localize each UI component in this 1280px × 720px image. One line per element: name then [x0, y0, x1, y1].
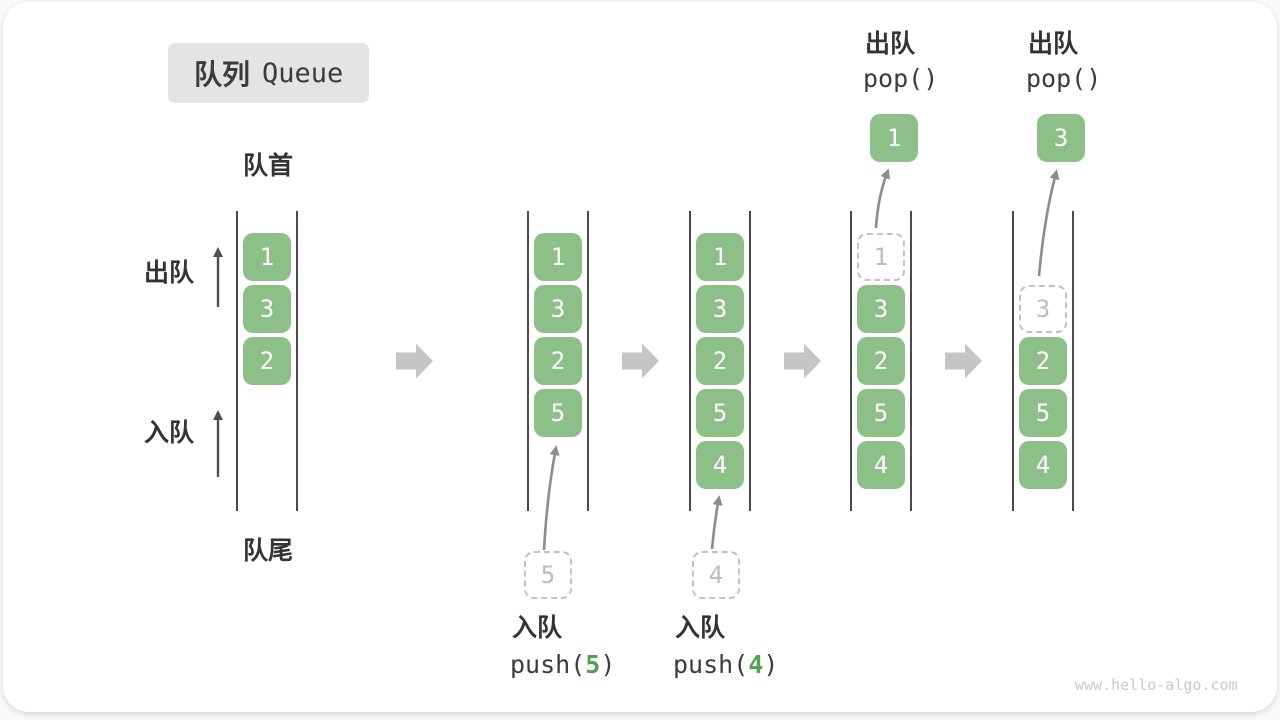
- queue-item: 4: [1019, 441, 1067, 489]
- queue-item: 4: [696, 441, 744, 489]
- pop1-arrow: [874, 168, 891, 229]
- push5-op-label: 入队: [512, 613, 563, 642]
- removed-item-ghost: 3: [1019, 285, 1067, 333]
- pending-item-ghost: 5: [524, 551, 572, 599]
- pop3-arrow: [1037, 169, 1060, 277]
- step-arrow-2: [622, 343, 659, 379]
- push5-op-code: push(5): [510, 650, 616, 680]
- queue-wall: [749, 211, 751, 511]
- queue-item: 5: [534, 389, 582, 437]
- rear-label: 队尾: [243, 536, 294, 565]
- code-fn: push(: [510, 650, 586, 679]
- queue-item: 3: [534, 285, 582, 333]
- queue-item: 3: [243, 285, 291, 333]
- queue-item: 5: [1019, 389, 1067, 437]
- code-fn: push(: [673, 650, 749, 679]
- queue-item: 3: [857, 285, 905, 333]
- code-close: ): [600, 650, 616, 679]
- queue-wall: [296, 211, 298, 511]
- code-arg: 5: [585, 650, 601, 679]
- dequeue-side-label: 出队: [144, 258, 195, 287]
- pop1-op-label: 出队: [865, 29, 916, 58]
- queue-wall: [850, 211, 852, 511]
- step-arrow-3: [784, 343, 821, 379]
- pop1-op-code: pop(): [863, 64, 939, 93]
- pop3-op-label: 出队: [1028, 29, 1079, 58]
- queue-item: 5: [857, 389, 905, 437]
- queue-item: 5: [696, 389, 744, 437]
- queue-wall: [689, 211, 691, 511]
- pop3-op-code: pop(): [1026, 64, 1102, 93]
- removed-item-ghost: 1: [857, 233, 905, 281]
- pending-item-ghost: 4: [692, 551, 740, 599]
- queue-item: 2: [857, 337, 905, 385]
- watermark: www.hello-algo.com: [1075, 676, 1238, 694]
- queue-wall: [587, 211, 589, 511]
- title-zh: 队列: [194, 58, 251, 91]
- popped-item: 1: [870, 114, 918, 162]
- title-en: Queue: [262, 57, 344, 89]
- queue-item: 1: [534, 233, 582, 281]
- enqueue-side-label: 入队: [144, 418, 195, 447]
- queue-item: 2: [243, 337, 291, 385]
- queue-item: 2: [534, 337, 582, 385]
- push4-op-code: push(4): [673, 650, 779, 680]
- code-arg: 4: [748, 650, 764, 679]
- queue-wall: [910, 211, 912, 511]
- push4-op-label: 入队: [675, 613, 726, 642]
- front-label: 队首: [243, 151, 294, 180]
- queue-wall: [1072, 211, 1074, 511]
- queue-item: 1: [696, 233, 744, 281]
- popped-item: 3: [1037, 114, 1085, 162]
- queue-wall: [1012, 211, 1014, 511]
- push4-arrow: [710, 495, 723, 550]
- queue-item: 3: [696, 285, 744, 333]
- queue-wall: [527, 211, 529, 511]
- queue-wall: [236, 211, 238, 511]
- queue-item: 2: [696, 337, 744, 385]
- queue-item: 2: [1019, 337, 1067, 385]
- code-close: ): [763, 650, 779, 679]
- push5-arrow: [542, 445, 560, 551]
- queue-item: 4: [857, 441, 905, 489]
- step-arrow-4: [945, 343, 982, 379]
- diagram-title: 队列 Queue: [168, 43, 370, 103]
- step-arrow-1: [396, 343, 433, 379]
- queue-item: 1: [243, 233, 291, 281]
